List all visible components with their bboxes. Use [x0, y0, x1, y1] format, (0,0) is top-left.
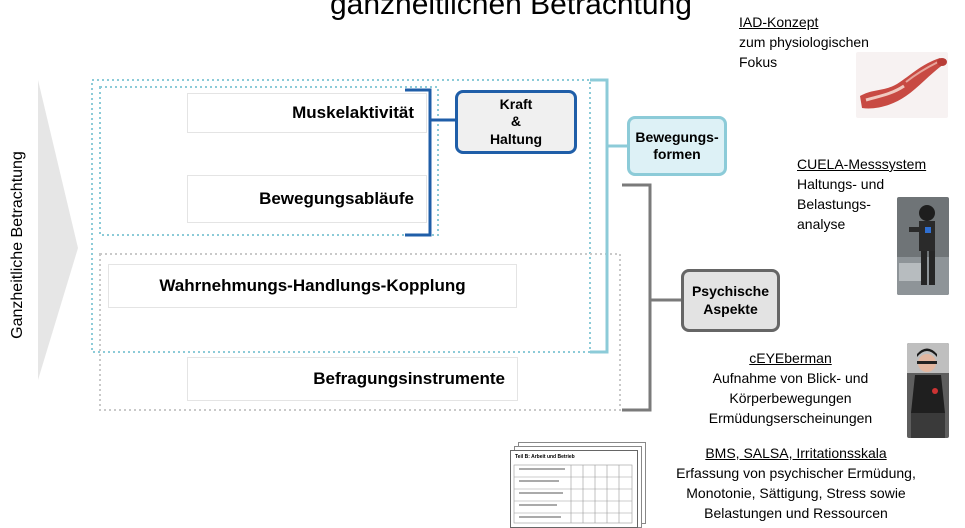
eye-tracker-person-image	[907, 343, 949, 438]
caption-ceye-line: Ermüdungserscheinungen	[708, 410, 873, 426]
caption-ceye-line: Körperbewegungen	[729, 390, 852, 406]
box-muskelaktivitaet: Muskelaktivität	[187, 93, 427, 133]
motion-capture-suit-image	[897, 197, 949, 295]
caption-iad-line: zum physiologischen	[739, 34, 869, 50]
caption-cuela-title: CUELA-Messsystem	[797, 156, 927, 172]
caption-bms-title: BMS, SALSA, Irritationsskala	[705, 445, 887, 461]
caption-bms-line: Monotonie, Sättigung, Stress sowie	[686, 485, 906, 501]
holistic-arrow-shape	[38, 80, 78, 380]
caption-iad-line: Fokus	[739, 54, 778, 70]
psychische-brace	[622, 183, 681, 412]
bewegungsformen-line-2: formen	[653, 146, 701, 162]
caption-bms-line: Belastungen und Ressourcen	[704, 505, 888, 521]
questionnaire-page-front: Teil B: Arbeit und Betrieb	[510, 450, 638, 528]
arm-muscle-image	[856, 52, 948, 118]
caption-cuela: CUELA-Messsystem Haltungs- und Belastung…	[797, 154, 957, 234]
bewegungsformen-line-1: Bewegungs-	[635, 128, 719, 145]
box-wahrnehmung: Wahrnehmungs-Handlungs-Kopplung	[108, 264, 517, 308]
side-label: Ganzheitliche Betrachtung	[9, 151, 26, 339]
box-befragungsinstrumente: Befragungsinstrumente	[187, 357, 518, 401]
caption-iad: IAD-Konzept zum physiologischen Fokus	[739, 12, 939, 72]
psychische-aspekte-box: Psychische Aspekte	[681, 269, 780, 332]
gray-dotted-frame	[99, 253, 621, 411]
diagram-title: ganzheitlichen Betrachtung	[330, 0, 692, 21]
kraft-line-2: &	[510, 113, 522, 130]
bewegungsformen-box: Bewegungs- formen	[627, 116, 727, 176]
caption-ceye-title: cEYEberman	[749, 350, 832, 366]
caption-ceye-line: Aufnahme von Blick- und	[712, 370, 869, 386]
caption-bms-line: Erfassung von psychischer Ermüdung,	[676, 465, 916, 481]
caption-bms: BMS, SALSA, Irritationsskala Erfassung v…	[637, 443, 955, 523]
kraft-line-1: Kraft	[499, 95, 533, 112]
caption-cuela-line: Haltungs- und	[797, 176, 885, 192]
questionnaire-table	[513, 464, 633, 524]
caption-ceyeberman: cEYEberman Aufnahme von Blick- und Körpe…	[678, 348, 903, 428]
caption-cuela-line: Belastungs-	[797, 196, 871, 212]
questionnaire-image: Teil B: Arbeit und Betrieb	[510, 442, 650, 528]
kraft-brace	[405, 88, 455, 237]
kraft-haltung-box: Kraft & Haltung	[455, 90, 577, 154]
psychische-line-2: Aspekte	[703, 300, 758, 317]
caption-iad-title: IAD-Konzept	[739, 14, 819, 30]
bewegungsformen-brace	[590, 78, 627, 354]
kraft-line-3: Haltung	[489, 130, 543, 147]
box-bewegungsablaeufe: Bewegungsabläufe	[187, 175, 427, 223]
psychische-line-1: Psychische	[691, 283, 770, 299]
caption-cuela-line: analyse	[797, 216, 846, 232]
questionnaire-heading: Teil B: Arbeit und Betrieb	[515, 454, 575, 460]
inner-blue-dotted-frame	[99, 86, 439, 236]
